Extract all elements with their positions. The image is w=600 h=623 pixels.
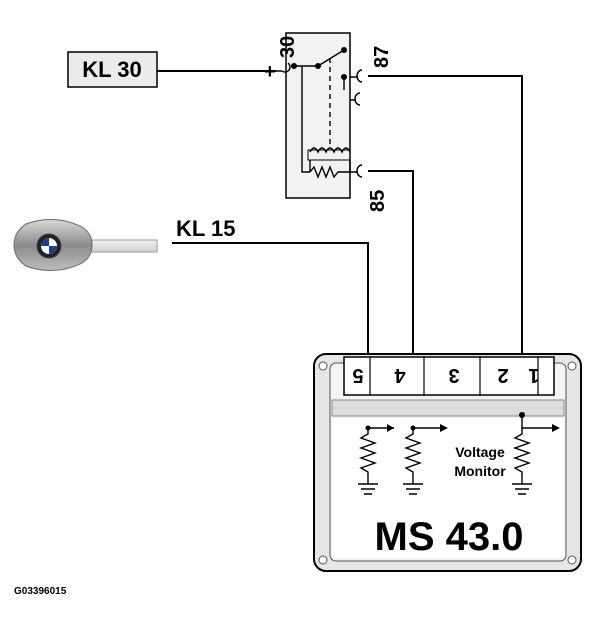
connector-pin-1: 1 — [528, 364, 539, 386]
kl30-label: KL 30 — [82, 57, 142, 82]
wire-relay85-to-pin4 — [368, 170, 414, 428]
relay-pin-85-label: 85 — [367, 190, 389, 212]
voltage-monitor-label-line1: Voltage — [455, 444, 505, 460]
kl15-label: KL 15 — [176, 216, 236, 241]
relay — [276, 32, 363, 199]
connector-pin-5: 5 — [352, 364, 363, 386]
ecu-internal-circuit-relay85 — [403, 424, 448, 495]
ecu-internal-circuit-kl15 — [358, 424, 394, 495]
wire-relay87-to-pin1 — [368, 75, 523, 415]
connector-pin-2: 2 — [497, 364, 508, 386]
voltage-monitor-label-line2: Monitor — [454, 463, 506, 479]
figure-code: G03396015 — [14, 586, 67, 597]
connector-pin-4: 4 — [394, 364, 406, 386]
connector-pin-3: 3 — [448, 364, 459, 386]
ignition-key-icon — [13, 218, 158, 272]
relay-plus-sign: + — [264, 61, 276, 83]
ecu-name-label: MS 43.0 — [375, 515, 524, 559]
kl30-terminal-box: KL 30 — [67, 51, 158, 88]
ecu-internal-circuit-relay87 — [512, 412, 560, 495]
relay-pin-87-label: 87 — [371, 46, 393, 68]
relay-pin-30-label: 30 — [277, 36, 299, 58]
